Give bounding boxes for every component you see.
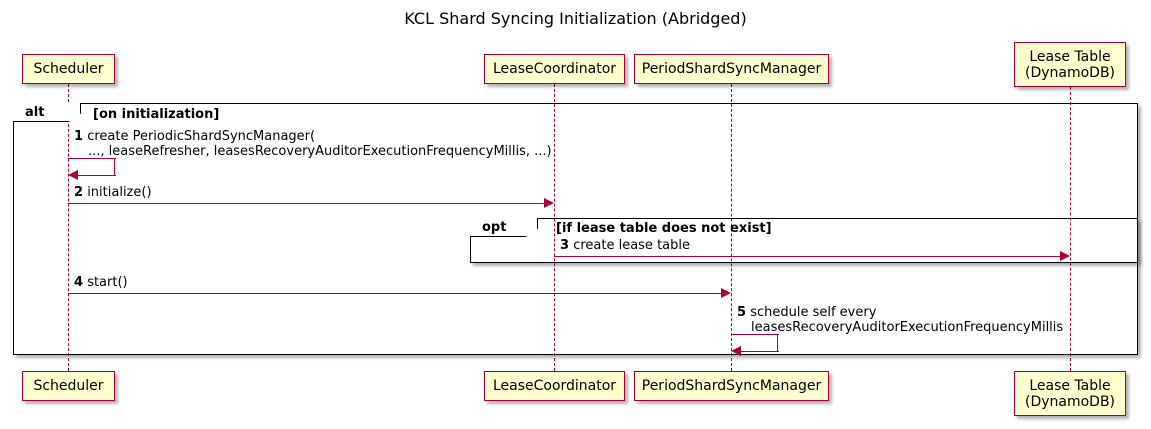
message-1-label: 1 create PeriodicShardSyncManager( ..., … <box>74 129 552 159</box>
message-2-number: 2 <box>74 185 84 200</box>
participant-scheduler-top[interactable]: Scheduler <box>22 54 115 84</box>
message-5-label: 5 schedule self every leasesRecoveryAudi… <box>737 305 1063 335</box>
message-4-number: 4 <box>74 275 84 290</box>
participant-coordinator-bottom[interactable]: LeaseCoordinator <box>484 371 625 401</box>
participant-scheduler-top-label: Scheduler <box>33 61 104 77</box>
message-3-arrowhead <box>1060 251 1070 261</box>
participant-coordinator-top[interactable]: LeaseCoordinator <box>484 54 625 84</box>
message-4-arrowhead <box>721 288 731 298</box>
message-1-self-bottom <box>78 175 116 176</box>
participant-coordinator-bottom-label: LeaseCoordinator <box>492 378 617 394</box>
message-5-number: 5 <box>737 305 747 320</box>
participant-scheduler-bottom-label: Scheduler <box>33 378 104 394</box>
fragment-opt-keyword: opt <box>470 218 538 237</box>
message-3-line <box>554 256 1060 257</box>
participant-leasetable-bottom-label-line2: (DynamoDB) <box>1024 393 1116 410</box>
message-1-arrowhead <box>68 170 78 180</box>
fragment-alt-keyword-label: alt <box>25 104 45 120</box>
participant-syncmanager-top[interactable]: PeriodShardSyncManager <box>634 54 829 84</box>
message-2-arrowhead <box>544 198 554 208</box>
message-1-self-right <box>114 158 115 175</box>
participant-syncmanager-bottom-label: PeriodShardSyncManager <box>641 378 822 394</box>
participant-leasetable-top[interactable]: Lease Table (DynamoDB) <box>1014 42 1126 87</box>
message-2-text: initialize() <box>87 185 152 200</box>
participant-scheduler-bottom[interactable]: Scheduler <box>22 371 115 401</box>
message-1-subtext: ..., leaseRefresher, leasesRecoveryAudit… <box>88 144 552 159</box>
participant-syncmanager-bottom[interactable]: PeriodShardSyncManager <box>634 371 829 401</box>
message-1-number: 1 <box>74 129 84 144</box>
participant-leasetable-bottom-label-line1: Lease Table <box>1029 377 1111 394</box>
fragment-opt-keyword-label: opt <box>482 219 507 235</box>
message-5-self-top <box>731 334 779 335</box>
message-1-text: create PeriodicShardSyncManager( <box>87 129 316 144</box>
message-4-label: 4 start() <box>74 275 128 290</box>
lifeline-leasetable <box>1070 87 1071 371</box>
message-4-text: start() <box>87 275 128 290</box>
message-2-line <box>68 203 544 204</box>
diagram-title: KCL Shard Syncing Initialization (Abridg… <box>404 9 747 28</box>
message-5-subtext: leasesRecoveryAuditorExecutionFrequencyM… <box>751 320 1064 335</box>
lifeline-coordinator <box>554 84 555 371</box>
lifeline-scheduler <box>68 84 69 371</box>
message-2-label: 2 initialize() <box>74 185 152 200</box>
participant-leasetable-top-label-line1: Lease Table <box>1029 48 1111 65</box>
participant-leasetable-bottom[interactable]: Lease Table (DynamoDB) <box>1014 371 1126 416</box>
fragment-opt-condition: [if lease table does not exist] <box>556 221 772 236</box>
message-5-self-bottom <box>741 351 779 352</box>
fragment-alt-keyword: alt <box>13 103 81 122</box>
message-3-number: 3 <box>560 238 570 253</box>
message-5-arrowhead <box>731 346 741 356</box>
fragment-alt-condition: [on initialization] <box>93 107 220 122</box>
message-5-text: schedule self every <box>750 305 877 320</box>
fragment-opt <box>470 218 1138 263</box>
participant-coordinator-top-label: LeaseCoordinator <box>492 61 617 77</box>
message-3-label: 3 create lease table <box>560 238 690 253</box>
participant-leasetable-top-label-line2: (DynamoDB) <box>1024 64 1116 81</box>
participant-syncmanager-top-label: PeriodShardSyncManager <box>641 61 822 77</box>
message-5-self-right <box>777 334 778 351</box>
message-1-self-top <box>68 158 116 159</box>
message-4-line <box>68 293 721 294</box>
message-3-text: create lease table <box>573 238 690 253</box>
lifeline-syncmanager <box>731 84 732 371</box>
